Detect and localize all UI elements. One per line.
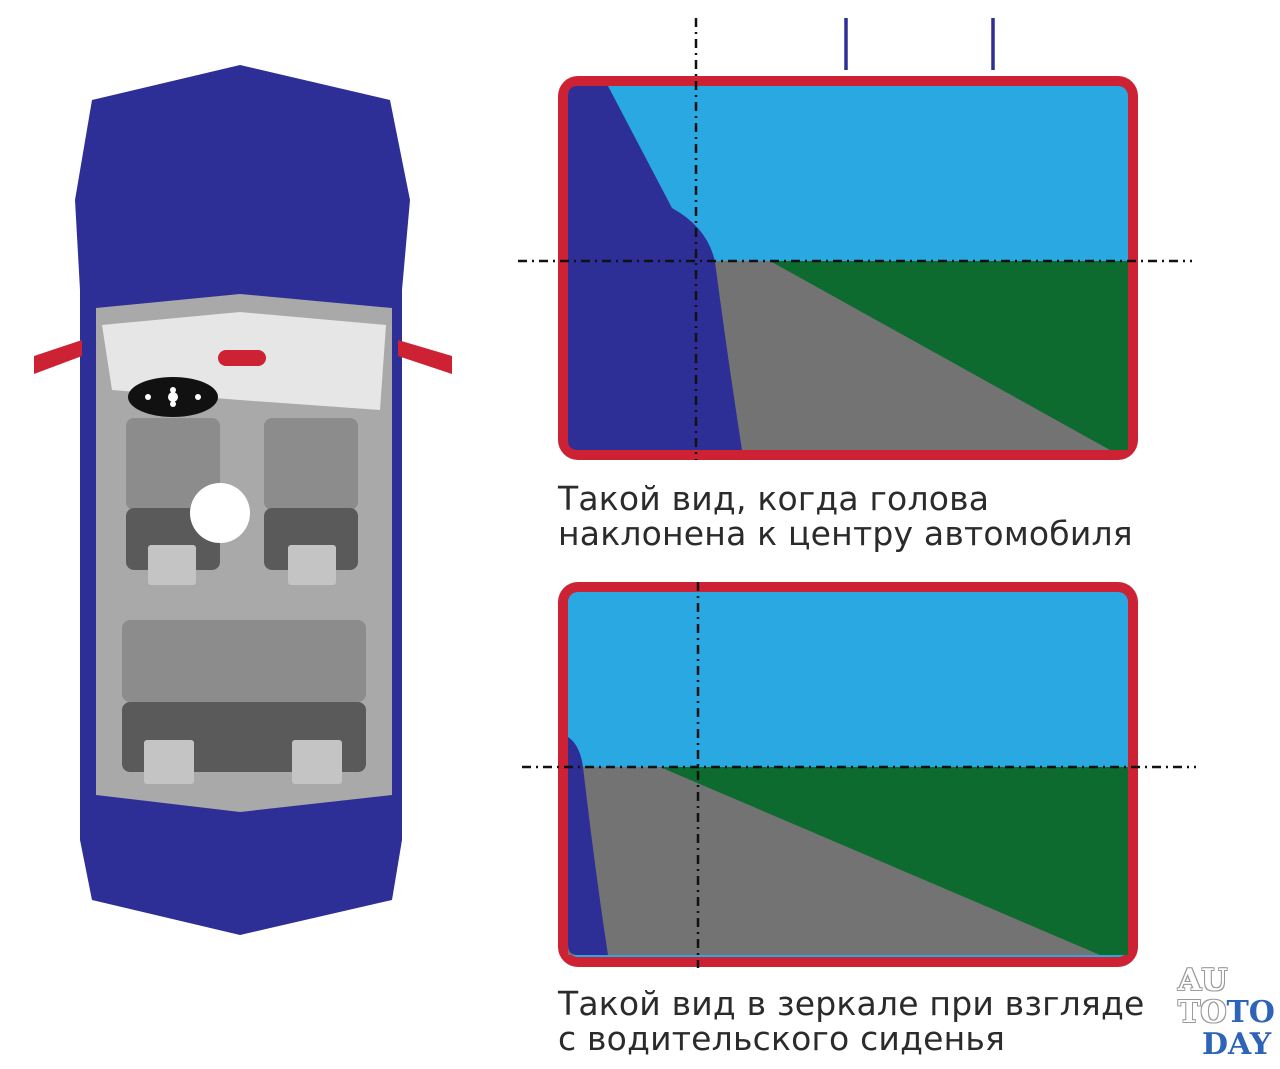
right-side-mirror bbox=[398, 340, 452, 374]
steering-wheel-icon bbox=[128, 377, 218, 417]
caption-line: Такой вид, когда голова bbox=[558, 479, 990, 518]
car-top-view bbox=[34, 65, 452, 935]
caption-line: Такой вид в зеркале при взгляде bbox=[558, 984, 1145, 1023]
driver-head-icon bbox=[190, 483, 250, 543]
rearview-mirror bbox=[218, 350, 266, 366]
autotoday-watermark-logo: AU TOTO DAY bbox=[1168, 966, 1280, 1066]
mirror-grass bbox=[660, 767, 1128, 955]
caption-head-tilted: Такой вид, когда голова наклонена к цент… bbox=[558, 481, 1258, 551]
mirror-car-side bbox=[568, 737, 608, 955]
watermark-word-1: TO bbox=[1178, 995, 1227, 1030]
caption-driver-seat: Такой вид в зеркале при взгляде с водите… bbox=[558, 986, 1258, 1056]
watermark-line-1: AU bbox=[1178, 963, 1228, 998]
left-side-mirror bbox=[34, 340, 82, 374]
mirror-view-driver-seat bbox=[522, 582, 1196, 968]
rear-seat bbox=[122, 620, 366, 784]
watermark-word-2: TO bbox=[1226, 995, 1275, 1030]
passenger-seat bbox=[264, 418, 358, 585]
watermark-line-2: TOTO bbox=[1178, 998, 1275, 1028]
caption-line: наклонена к центру автомобиля bbox=[558, 514, 1133, 553]
watermark-line-3: DAY bbox=[1202, 1027, 1272, 1062]
mirror-view-head-tilted bbox=[518, 18, 1192, 460]
mirror-grass bbox=[770, 261, 1128, 450]
mirror-car-side bbox=[568, 86, 742, 450]
caption-line: с водительского сиденья bbox=[558, 1019, 1006, 1058]
